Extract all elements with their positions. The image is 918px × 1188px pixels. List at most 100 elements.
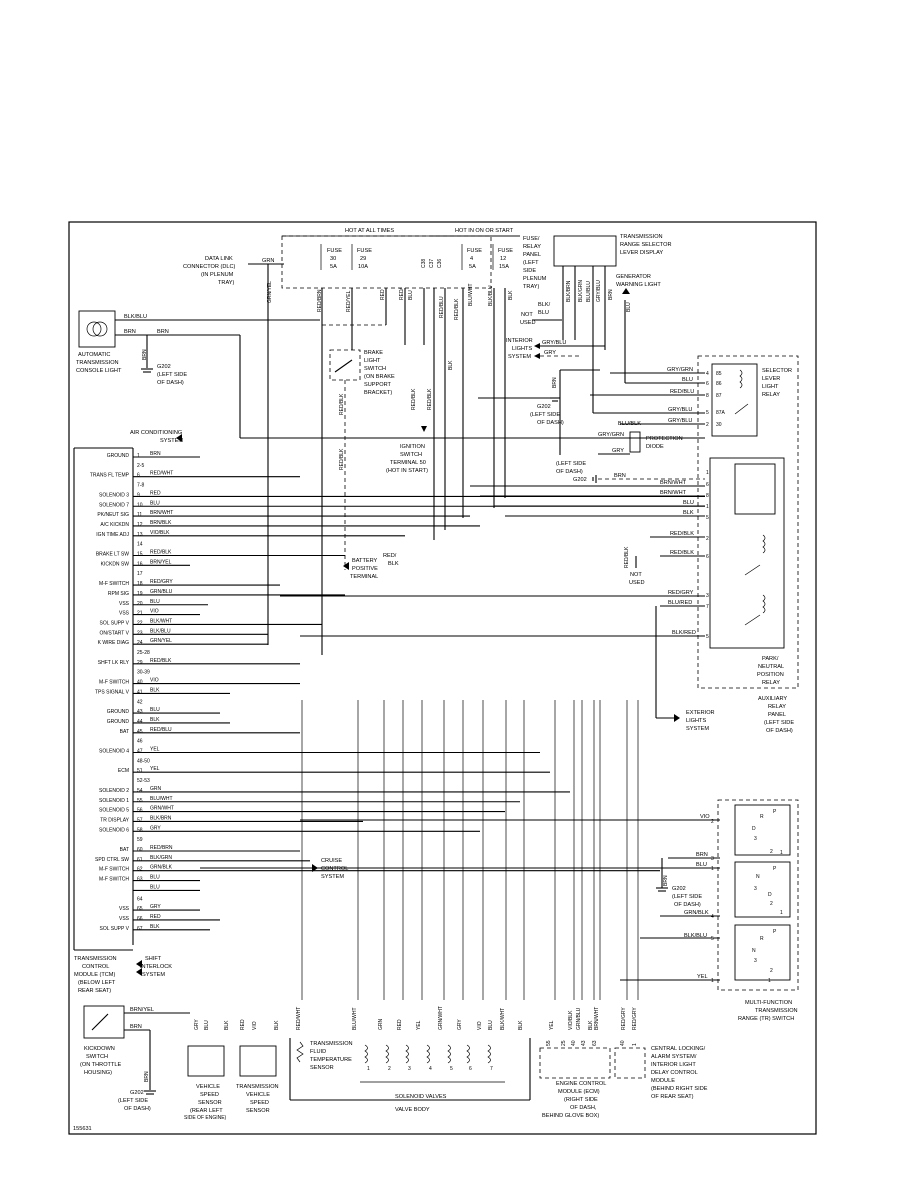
tcm-pin-number: 12 (137, 522, 143, 528)
tcm-pin-number: 47 (137, 749, 143, 755)
wire-red-blk-brake-2: RED/BLK (339, 448, 345, 470)
svg-text:INTERIOR: INTERIOR (506, 338, 533, 344)
svg-text:CRUISE: CRUISE (321, 858, 342, 864)
svg-text:DELAY CONTROL: DELAY CONTROL (651, 1070, 698, 1076)
solenoid-number: 1 (367, 1066, 370, 1072)
svg-text:D: D (752, 826, 756, 832)
central-locking-pin-number: 1 (632, 1043, 638, 1046)
tcm-pin-number: 29 (137, 660, 143, 666)
svg-text:P: P (773, 929, 777, 935)
wire-grn-blk-trs: GRN/BLK (684, 910, 709, 916)
svg-text:OF DASH): OF DASH) (766, 728, 793, 734)
svg-text:CENTRAL LOCKING/: CENTRAL LOCKING/ (651, 1046, 706, 1052)
svg-text:(LEFT SIDE: (LEFT SIDE (672, 894, 702, 900)
vehicle-speed-sensor: VEHICLE SPEED SENSOR (REAR LEFT SIDE OF … (184, 1045, 227, 1121)
tcm-pin-label: SHFT LK RLY (98, 660, 130, 666)
svg-text:GENERATOR: GENERATOR (616, 274, 651, 280)
shift-interlock-system: SHIFT INTERLOCK SYSTEM (136, 956, 172, 978)
ground-g202-d: BRN G202 (LEFT SIDE OF DASH) (656, 858, 702, 908)
svg-text:BRACKET): BRACKET) (364, 390, 392, 396)
tcm-pin-number: 66 (137, 916, 143, 922)
solenoid-number: 2 (388, 1066, 391, 1072)
svg-text:RED: RED (380, 289, 386, 300)
wire-blu-relay: BLU (682, 377, 693, 383)
multi-function-tr-switch: P R D 3 2 1 P N 3 D 2 1 P R N 3 2 1 MULT… (734, 804, 798, 1022)
bottom-wire-label: BLU/WHT (352, 1008, 358, 1031)
generator-warning-light: GENERATOR WARNING LIGHT (616, 274, 661, 294)
bottom-wire-label: GRN/BLU (576, 1007, 582, 1030)
svg-text:(REAR LEFT: (REAR LEFT (190, 1108, 223, 1114)
tcm-pin-label: BAT (120, 847, 129, 853)
svg-text:TERMINAL 50: TERMINAL 50 (390, 460, 426, 466)
tcm-pin-number: 9 (137, 492, 140, 498)
svg-text:PANEL: PANEL (523, 252, 541, 258)
tcm-pin-label: SPD CTRL SW (95, 857, 129, 863)
tcm-pin-wire: BLU (150, 707, 160, 713)
central-locking-module: CENTRAL LOCKING/ ALARM SYSTEM/ INTERIOR … (614, 1046, 708, 1100)
tcm-pin-wire: RED (150, 914, 161, 920)
svg-text:R: R (760, 814, 764, 820)
wire-brn-yel-kd: BRN/YEL (130, 1007, 154, 1013)
svg-text:RELAY: RELAY (768, 704, 786, 710)
ecm-pin-number: 25 (561, 1040, 567, 1046)
fuse-30: FUSE 30 5A (320, 244, 342, 270)
svg-text:6: 6 (706, 381, 709, 387)
tcm-pin-wire: BLK/GRN (150, 855, 172, 861)
wire-brn-wht-pn: BRN/WHT (660, 480, 687, 486)
wire-blk-pn: BLK (683, 510, 694, 516)
svg-text:BLK: BLK (448, 360, 454, 370)
solenoid-coil (364, 1044, 368, 1064)
tcm-pin-label: M-F SWITCH (99, 581, 129, 587)
svg-text:NOT: NOT (630, 572, 642, 578)
svg-text:P: P (773, 809, 777, 815)
svg-text:GRY: GRY (544, 350, 556, 356)
tcm-pin-number: 67 (137, 926, 143, 932)
valve-body: TRANSMISSION FLUID TEMPERATURE SENSOR SO… (289, 1038, 531, 1113)
svg-text:87A: 87A (716, 410, 726, 416)
svg-text:OF REAR SEAT): OF REAR SEAT) (651, 1094, 694, 1100)
tcm-pin-wire: BLU (150, 599, 160, 605)
svg-text:2: 2 (770, 849, 773, 855)
tcm-pin-number: 19 (137, 591, 143, 597)
tcm-pin-number: 11 (137, 512, 142, 518)
cruise-control-system: CRUISE CONTROL SYSTEM (312, 858, 348, 880)
tcm-pin-label: VSS (119, 916, 130, 922)
svg-text:(HOT IN START): (HOT IN START) (386, 468, 428, 474)
svg-text:3: 3 (754, 886, 757, 892)
tcm-pin-label: K WIRE DIAG (98, 640, 130, 646)
bottom-wire-label: RED/GRY (621, 1007, 627, 1030)
bottom-wire-label: GRY (457, 1019, 463, 1030)
svg-text:15A: 15A (499, 264, 509, 270)
tcm-pin-number: 48-50 (137, 758, 150, 764)
svg-text:WARNING LIGHT: WARNING LIGHT (616, 282, 661, 288)
svg-text:TRANSMISSION: TRANSMISSION (755, 1008, 798, 1014)
wire-brn-console-3: BRN (142, 349, 148, 360)
svg-text:PARK/: PARK/ (762, 656, 779, 662)
svg-text:SYSTEM: SYSTEM (508, 354, 531, 360)
park-neutral-position-relay: PARK/ NEUTRAL POSITION RELAY 1 6 8 1 5 2… (706, 457, 785, 686)
tcm-pin-number: 63 (137, 877, 143, 883)
svg-text:RED/: RED/ (399, 287, 405, 300)
svg-text:SENSOR: SENSOR (198, 1100, 222, 1106)
ecm-pin-number: 43 (581, 1040, 587, 1046)
svg-text:SENSOR: SENSOR (310, 1065, 334, 1071)
svg-text:RED/YEL: RED/YEL (346, 290, 352, 312)
tcm-pin-label: SOLENOID 4 (99, 749, 129, 755)
svg-text:2: 2 (706, 422, 709, 428)
svg-text:TEMPERATURE: TEMPERATURE (310, 1057, 352, 1063)
tcm-pin-wire: YEL (150, 766, 160, 772)
svg-text:INTERIOR LIGHT: INTERIOR LIGHT (651, 1062, 696, 1068)
svg-text:VEHICLE: VEHICLE (246, 1092, 270, 1098)
bottom-wire-label: GRY (194, 1019, 200, 1030)
svg-text:BLK/: BLK/ (538, 302, 551, 308)
tcm-pin-label: SOL SUPP V (100, 620, 130, 626)
svg-text:86: 86 (716, 381, 722, 387)
svg-text:GRY/BLU: GRY/BLU (542, 340, 566, 346)
svg-text:4: 4 (711, 914, 714, 920)
svg-text:5: 5 (711, 936, 714, 942)
tcm-pin-number: 24 (137, 640, 143, 646)
wire-blk-blu-console: BLK/BLU (124, 314, 147, 320)
svg-text:MODULE: MODULE (651, 1078, 675, 1084)
svg-text:BATTERY: BATTERY (352, 558, 378, 564)
